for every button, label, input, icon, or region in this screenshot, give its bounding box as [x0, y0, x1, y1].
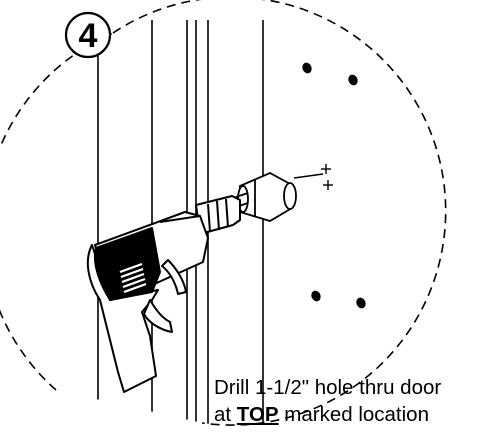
instruction-caption: Drill 1-1/2" hole thru door at TOP marke… — [214, 374, 486, 428]
step-number: 4 — [79, 17, 98, 55]
step-badge-circle — [64, 11, 112, 59]
power-drill-icon — [86, 195, 241, 393]
step-badge: 4 — [64, 11, 112, 59]
caption-line-1: Drill 1-1/2" hole thru door — [214, 376, 442, 399]
screw-holes — [302, 62, 366, 309]
detail-circle — [0, 0, 447, 426]
caption-emphasis-top: TOP — [236, 403, 279, 426]
caption-line-2-prefix: at — [214, 403, 237, 426]
drill-mark-icon — [293, 164, 333, 190]
hole-saw-icon — [235, 171, 297, 222]
caption-line-2: at TOP marked location — [214, 401, 486, 428]
caption-line-2-suffix: marked location — [278, 403, 429, 426]
